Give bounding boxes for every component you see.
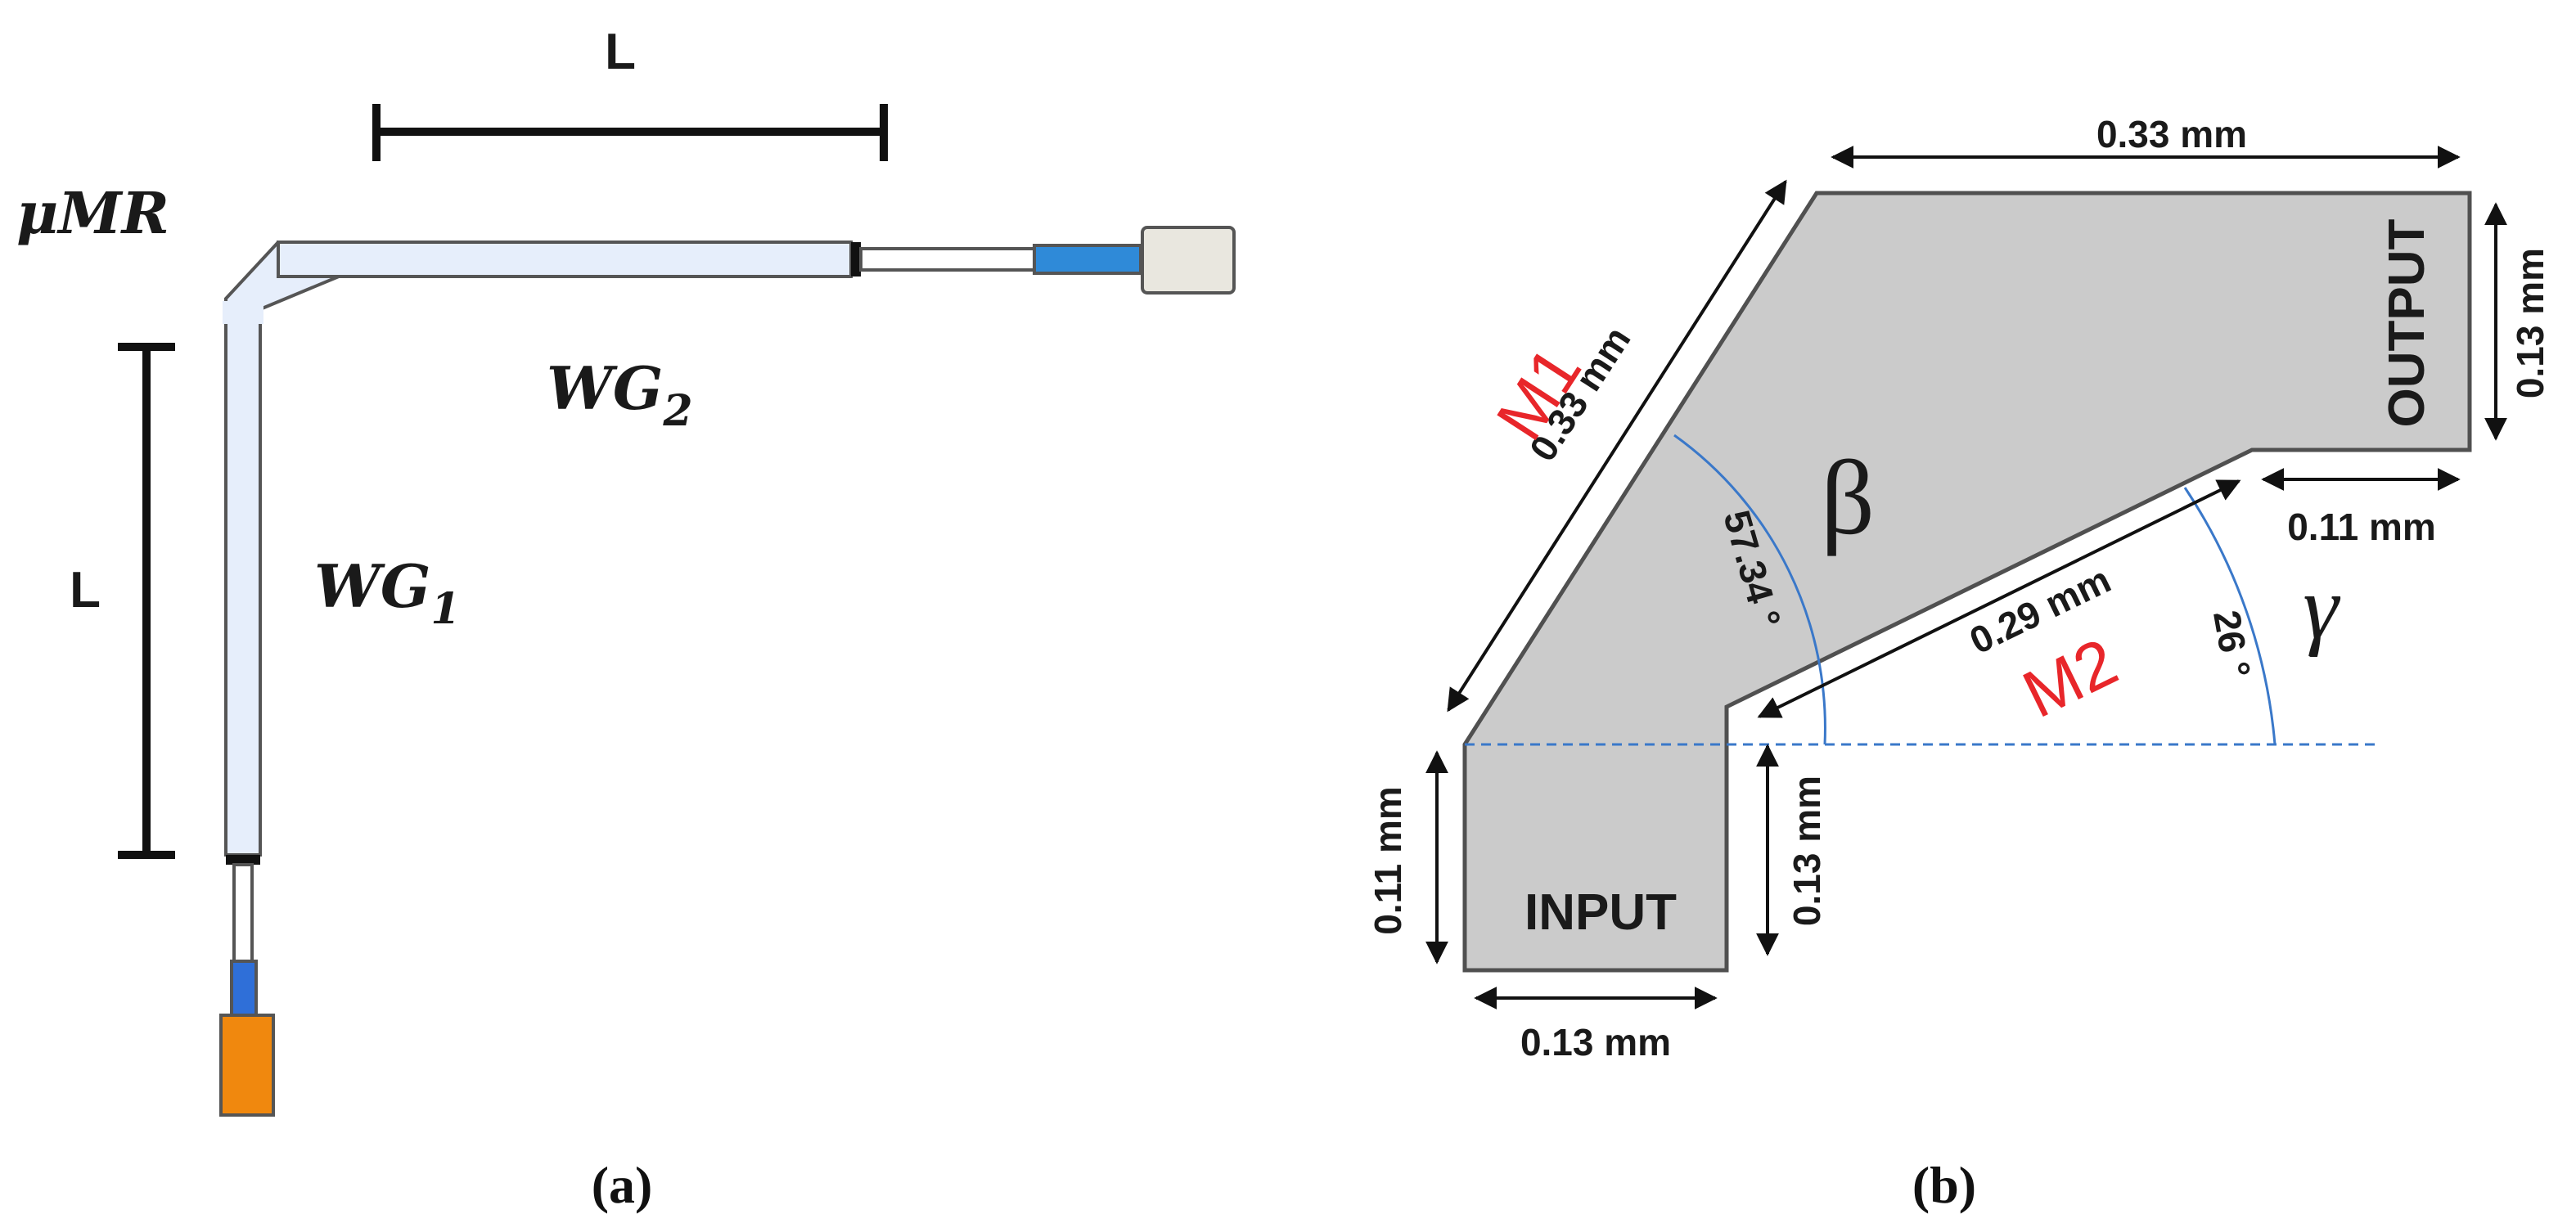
gamma-symbol: γ bbox=[2303, 558, 2340, 658]
wg1-connector bbox=[219, 1014, 275, 1117]
dim-arrow-m2 bbox=[1757, 479, 2241, 718]
wg2-label: WG2 bbox=[547, 353, 693, 436]
dim-label-input: 0.11 mm bbox=[1367, 786, 1409, 935]
wg2-connector bbox=[1141, 226, 1236, 295]
wg1-end-cap bbox=[226, 855, 260, 865]
gamma-angle-label: 26 ° bbox=[2205, 607, 2259, 681]
dim-label-top: 0.33 mm bbox=[2096, 113, 2247, 155]
wg1-fiber-stub bbox=[232, 863, 254, 966]
dim-label-output-arm: 0.11 mm bbox=[2287, 506, 2436, 548]
waveguide-joint bbox=[223, 301, 263, 324]
mirror2-label: M2 bbox=[2012, 624, 2128, 732]
wg2-fiber-core bbox=[1033, 244, 1142, 275]
panel-a: L L μMR WG2 WG1 (a) bbox=[16, 24, 1236, 1214]
wg2-label-main: WG bbox=[547, 353, 663, 423]
wg1-label-main: WG bbox=[314, 551, 430, 621]
wg2-label-sub: 2 bbox=[662, 386, 692, 436]
length-label-left: L bbox=[70, 562, 101, 618]
dim-arrow-m1 bbox=[1447, 179, 1787, 713]
caption-a: (a) bbox=[592, 1156, 653, 1214]
mirror1-label: M1 bbox=[1483, 334, 1596, 452]
wg2-end-cap bbox=[851, 242, 861, 277]
output-label: OUTPUT bbox=[2379, 218, 2435, 427]
length-label-top: L bbox=[605, 24, 636, 80]
length-bar-left bbox=[118, 343, 175, 859]
beta-symbol: β bbox=[1821, 439, 1875, 557]
wg1-label: WG1 bbox=[314, 551, 461, 634]
dim-label-input-width: 0.13 mm bbox=[1520, 1021, 1671, 1063]
dim-label-inner: 0.13 mm bbox=[1786, 776, 1828, 926]
dim-label-output: 0.13 mm bbox=[2509, 248, 2551, 398]
wg1-label-sub: 1 bbox=[430, 584, 460, 634]
wg1-fiber-core bbox=[230, 960, 258, 1017]
resonator-label: μMR bbox=[16, 179, 169, 247]
input-label: INPUT bbox=[1524, 884, 1677, 941]
panel-b: 0.33 mm 0.13 mm 0.11 mm 0.33 mm 0.29 mm … bbox=[1367, 113, 2551, 1214]
length-bar-top bbox=[372, 104, 888, 161]
waveguide-1 bbox=[224, 313, 262, 857]
waveguide-2 bbox=[277, 241, 853, 278]
caption-b: (b) bbox=[1912, 1156, 1976, 1214]
wg2-fiber-stub bbox=[859, 247, 1036, 272]
